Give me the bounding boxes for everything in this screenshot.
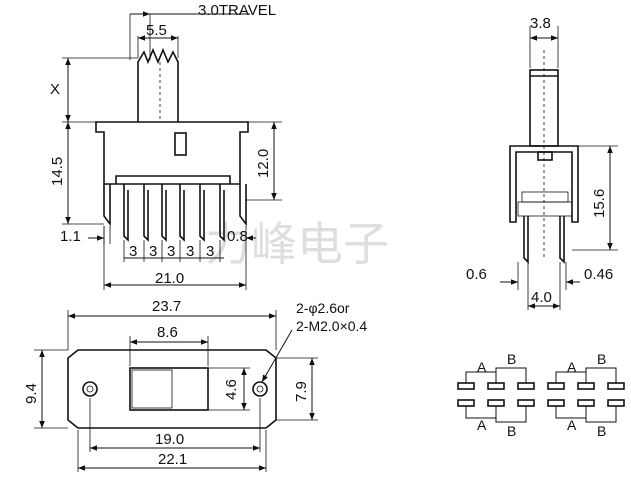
schematic-label-a: A [477,359,487,375]
pitch-dim: 3 [186,243,194,260]
pitch-dim: 3 [206,243,214,260]
mounting-hole-right [252,381,268,397]
overall-height-dim: 14.5 [49,157,66,186]
side-housing [509,145,579,223]
hole-spacing-dim: 19.0 [155,431,184,448]
pin-width-dim: 0.46 [584,266,613,283]
slide-slot [129,367,209,411]
schematic-pads-left [457,382,535,407]
slide-actuator [131,369,173,409]
front-pins [123,184,225,242]
right-leg [239,184,247,227]
body-width-dim: 7.9 [293,381,310,402]
knob-outline [137,47,179,122]
front-view: 3.0TRAVEL 5.5 X 14.5 [49,2,282,290]
schematic-pads-right [547,382,625,407]
pin-schematic: A B A B A B A B [457,351,625,439]
schematic-label-a: A [567,417,577,433]
pin-span-dim: 21.0 [155,270,184,287]
top-view: 23.7 8.6 2-φ2.6or 2-M2.0×0.4 [23,298,367,472]
side-pin-left [523,216,529,264]
travel-label: 3.0TRAVEL [198,2,276,19]
schematic-label-b: B [507,351,516,367]
width-dim: 9.4 [23,383,40,404]
side-block [517,201,573,217]
watermark-text: 力峰电子 [205,217,389,271]
side-base [521,191,569,203]
side-height-dim: 15.6 [591,189,608,218]
hole-note-1: 2-φ2.6or [296,300,350,316]
knob-height-dim: X [50,81,60,98]
slot-length-dim: 8.6 [157,324,178,341]
knob-width-dim: 5.5 [146,22,167,39]
pin-thickness-dim: 0.6 [466,266,487,283]
window-slot [174,132,187,156]
knob-thickness-dim: 3.8 [530,15,551,32]
slot-width-dim: 4.6 [223,379,240,400]
body-height-dim: 12.0 [255,149,272,178]
side-view: 3.8 15.6 0.6 0.46 4.0 [466,15,618,310]
schematic-label-b: B [507,423,516,439]
pitch-dim: 3 [129,243,137,260]
left-tab-dim: 1.1 [60,228,81,245]
schematic-label-a: A [567,359,577,375]
schematic-label-b: B [597,351,606,367]
actuator-ribs [134,373,170,403]
overall-length-dim: 23.7 [152,298,181,315]
hole-note-2: 2-M2.0×0.4 [296,318,367,334]
side-cap [537,151,553,161]
frame-outline [95,121,249,185]
schematic-label-a: A [477,417,487,433]
right-tab-dim: 0.8 [227,228,248,245]
pitch-dim: 3 [167,243,175,260]
terminal-base [115,175,231,184]
mounting-hole-left [82,381,98,397]
row-pitch-dim: 4.0 [531,289,552,306]
left-leg [103,184,111,227]
pitch-dim: 3 [149,243,157,260]
side-pin-right [559,216,565,264]
schematic-label-b: B [597,423,606,439]
body-length-dim: 22.1 [158,451,187,468]
